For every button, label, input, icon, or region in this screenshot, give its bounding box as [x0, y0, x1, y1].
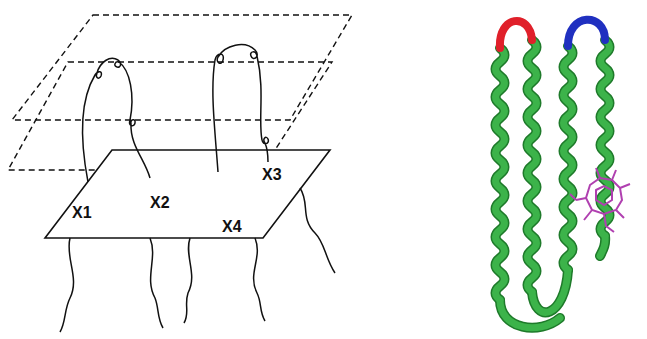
blue-loop: [568, 20, 605, 46]
variable-label: X3: [262, 167, 282, 183]
heme-group: [570, 168, 630, 232]
membrane-plane: [45, 150, 330, 238]
red-loop: [500, 21, 532, 48]
dashed-planes: [8, 15, 352, 170]
peptide-loops: [83, 45, 269, 182]
variable-label: X2: [150, 195, 170, 211]
variable-label: X1: [72, 205, 92, 221]
variable-label: X4: [222, 219, 242, 235]
tails: [60, 188, 335, 332]
helix-bundle: [496, 20, 610, 328]
